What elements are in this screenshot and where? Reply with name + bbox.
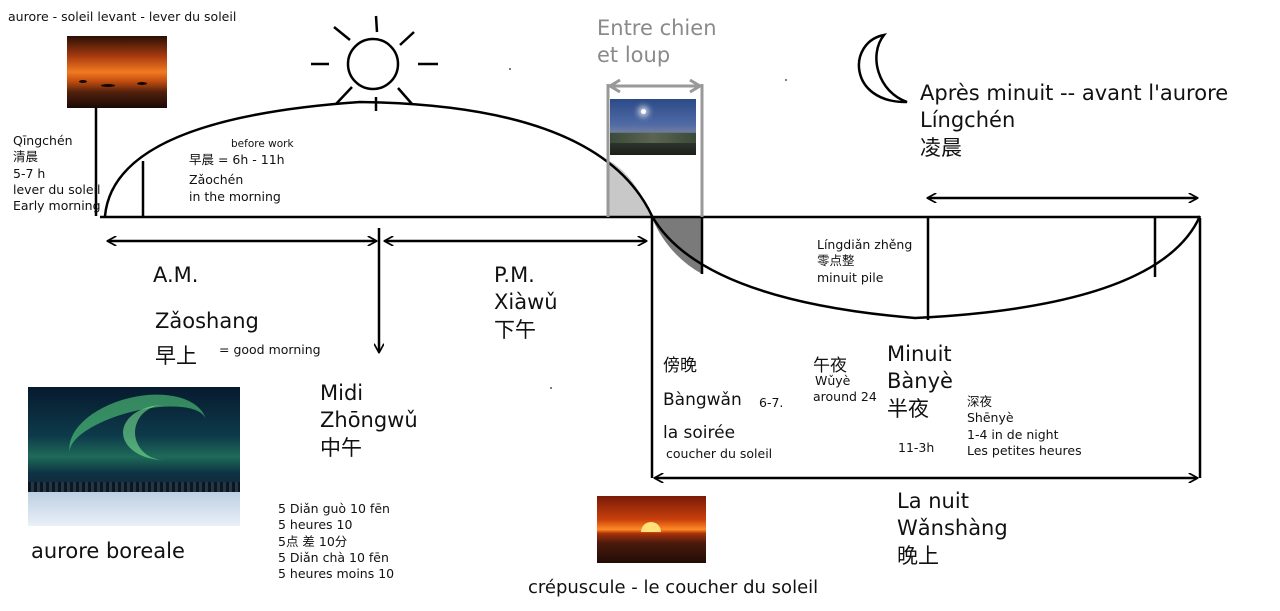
qingchen-hanzi: 清晨: [13, 149, 39, 165]
pm-label: P.M.: [494, 263, 535, 287]
zaoshang-pinyin: Zǎoshang: [155, 309, 259, 333]
shenye-hanzi: 深夜: [967, 394, 993, 409]
shenye-note: 1-4 in de night: [967, 426, 1059, 442]
banye-hanzi: 半夜: [887, 396, 929, 421]
sun-icon: [311, 15, 438, 111]
qingchen-block: Qīngchén 清晨 5-7 h lever du soleil Early …: [13, 133, 101, 214]
zaochen-block: 早晨 = 6h - 11h Zǎochén in the morning: [189, 152, 285, 205]
la-soiree: la soirée: [663, 423, 736, 443]
time-example: 5点 差 10分: [278, 533, 348, 549]
banye-pinyin: Bànyè: [887, 369, 953, 394]
wuye-pinyin: Wǔyè: [815, 373, 851, 388]
shenye-block: 深夜 Shēnyè 1-4 in de night Les petites he…: [967, 394, 1082, 459]
midi-label: Midi: [320, 381, 364, 405]
time-examples: 5 Diǎn guò 10 fēn 5 heures 10 5点 差 10分 5…: [278, 501, 394, 582]
aurora-photo: [28, 387, 240, 526]
bangwan-pinyin: Bàngwǎn: [663, 390, 742, 410]
zaochen-pinyin: Zǎochén: [189, 172, 244, 188]
lingdian-block: Língdiǎn zhěng 零点整 minuit pile: [817, 237, 912, 286]
entre-chien-bracket: [606, 78, 704, 217]
lingdian-pinyin: Língdiǎn zhěng: [817, 237, 913, 252]
before-work-note: before work: [231, 138, 294, 150]
coucher-note: coucher du soleil: [666, 446, 773, 461]
moon-icon: [857, 33, 908, 104]
around-24: around 24: [813, 389, 877, 404]
qingchen-hours: 5-7 h: [13, 165, 46, 181]
bangwan-hours: 6-7.: [759, 395, 784, 410]
crepuscule-caption: crépuscule - le coucher du soleil: [528, 577, 819, 598]
zaoshang-hanzi: 早上: [155, 344, 197, 368]
lingdian-french: minuit pile: [817, 269, 884, 285]
wuye-hanzi: 午夜: [813, 356, 847, 376]
apres-minuit-block: Après minuit -- avant l'aurore Língchén …: [920, 80, 1228, 162]
dot: [509, 68, 511, 70]
wanshang-pinyin: Wǎnshàng: [897, 516, 1008, 541]
time-example: 5 Diǎn guò 10 fēn: [278, 501, 390, 516]
dusk-light-shade: [608, 160, 651, 218]
time-example: 5 heures moins 10: [278, 566, 395, 581]
zhongwu-hanzi: 中午: [320, 435, 362, 460]
midi-block: Midi Zhōngwǔ 中午: [320, 380, 418, 462]
la-nuit-block: La nuit Wǎnshàng 晚上: [897, 488, 1008, 570]
minuit-block: Minuit Bànyè 半夜: [887, 341, 953, 423]
qingchen-french: lever du soleil: [13, 181, 101, 197]
entre-chien-label: Entre chien et loup: [597, 15, 717, 70]
pm-block: P.M. Xiàwǔ 下午: [494, 262, 558, 344]
aurore-boreale-caption: aurore boreale: [31, 539, 185, 563]
dot: [550, 387, 552, 389]
shenye-french: Les petites heures: [967, 442, 1082, 458]
dusk-photo: [610, 99, 696, 155]
entre-chien-line2: et loup: [597, 43, 671, 68]
entre-chien-line1: Entre chien: [597, 16, 717, 40]
zaochen-english: in the morning: [189, 188, 281, 204]
dot: [785, 79, 787, 81]
qingchen-pinyin: Qīngchén: [13, 133, 73, 148]
minuit-hours: 11-3h: [898, 440, 935, 455]
time-example: 5 Diǎn chà 10 fēn: [278, 549, 389, 565]
xiawu-hanzi: 下午: [494, 317, 536, 342]
sunset-photo: [597, 496, 706, 563]
sunrise-photo: [67, 36, 167, 108]
la-nuit-label: La nuit: [897, 489, 969, 513]
shenye-pinyin: Shēnyè: [967, 410, 1014, 426]
day-arc: [103, 100, 654, 217]
minuit-label: Minuit: [887, 342, 952, 366]
good-morning-note: = good morning: [219, 342, 321, 357]
zaochen-hours: 早晨 = 6h - 11h: [189, 152, 285, 167]
lingchen-hanzi: 凌晨: [920, 135, 962, 160]
time-example: 5 heures 10: [278, 517, 353, 533]
wanshang-hanzi: 晚上: [897, 543, 939, 568]
lingdian-hanzi: 零点整: [817, 253, 855, 269]
night-arc: [650, 215, 1202, 320]
lingchen-pinyin: Língchén: [920, 108, 1016, 133]
qingchen-english: Early morning: [13, 198, 101, 213]
bangwan-hanzi: 傍晚: [663, 356, 697, 376]
am-label: A.M.: [153, 263, 199, 287]
apres-minuit-title: Après minuit -- avant l'aurore: [920, 81, 1229, 105]
top-left-title: aurore - soleil levant - lever du soleil: [8, 9, 237, 24]
xiawu-pinyin: Xiàwǔ: [494, 290, 558, 315]
zhongwu-pinyin: Zhōngwǔ: [320, 408, 418, 433]
